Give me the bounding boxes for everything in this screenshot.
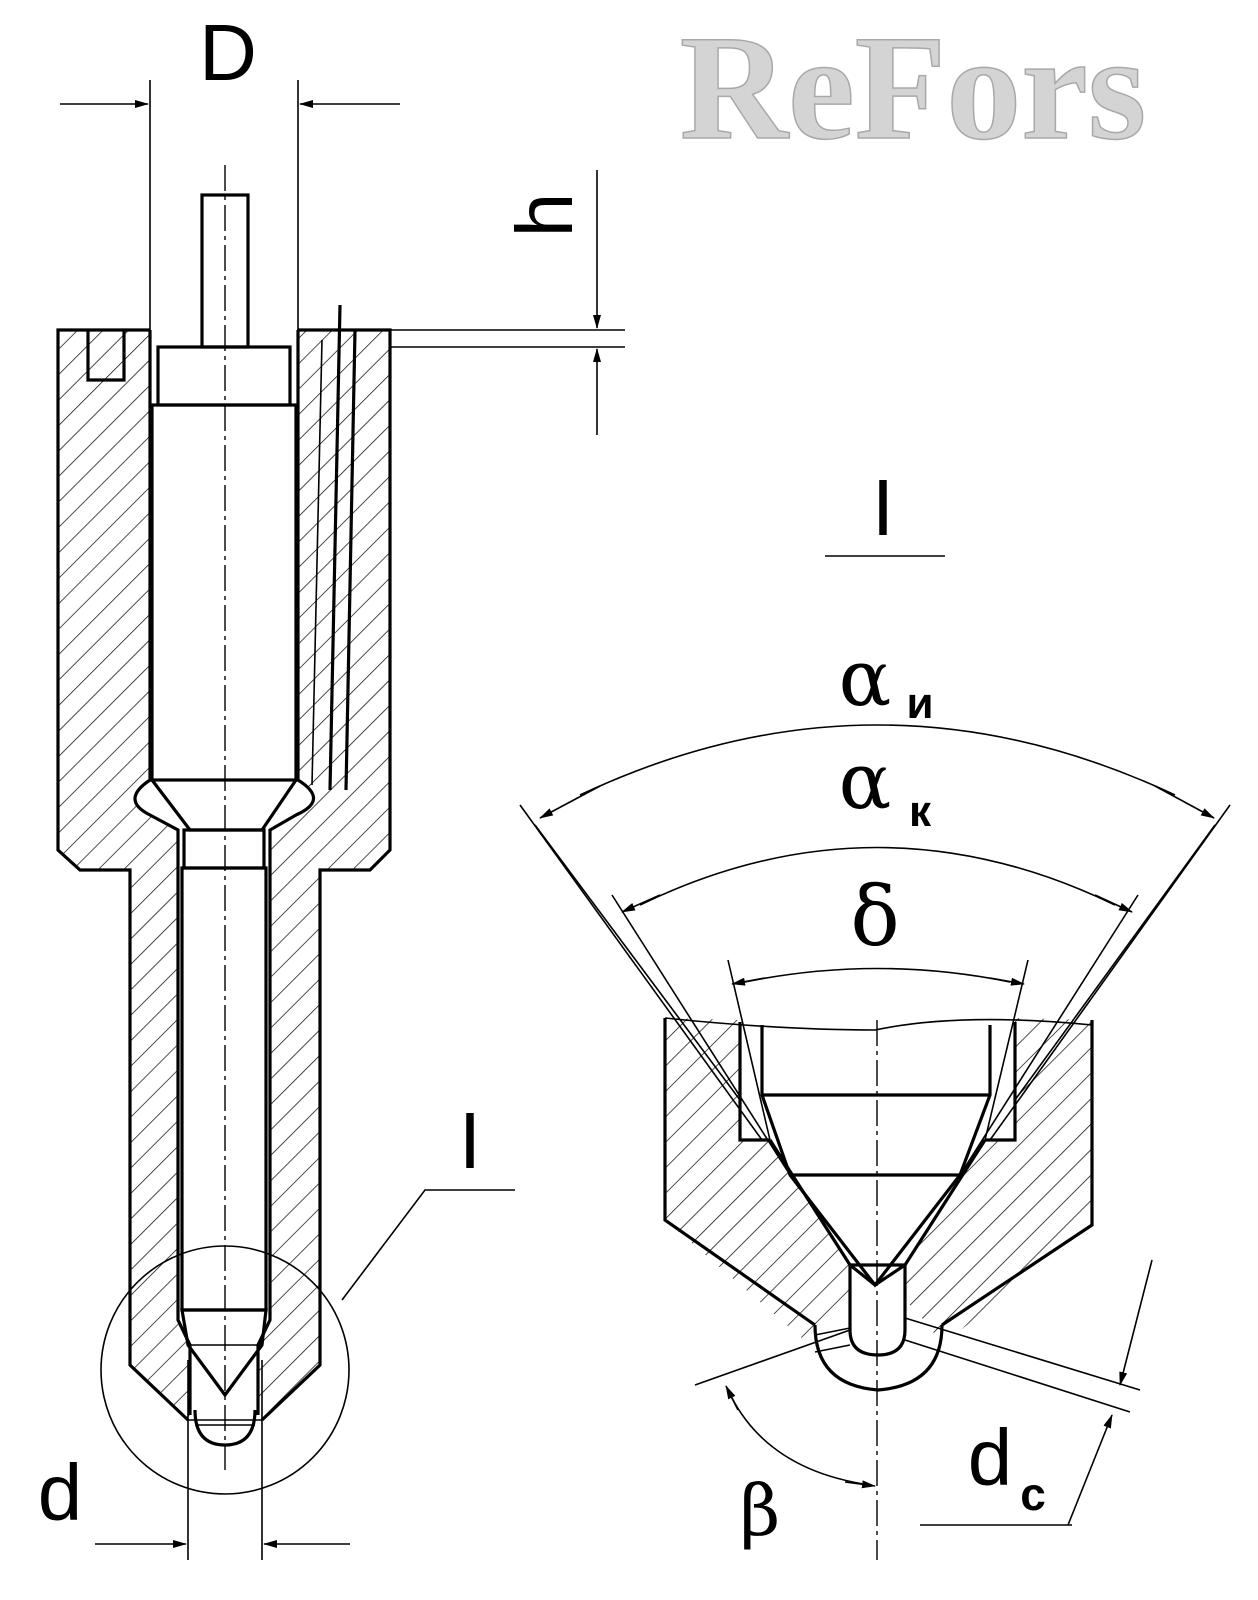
needle-body bbox=[150, 403, 298, 782]
dimension-beta: β bbox=[694, 1329, 876, 1552]
fuel-channel bbox=[328, 304, 342, 791]
dimension-alpha: α и α к bbox=[519, 634, 1231, 1141]
dimension-d: d bbox=[38, 1360, 350, 1560]
detail-leader bbox=[341, 1189, 515, 1301]
label-alpha-i: α bbox=[839, 634, 892, 724]
pin-slot bbox=[86, 330, 126, 382]
detail-sac bbox=[848, 1265, 907, 1357]
dimension-h: h bbox=[348, 170, 625, 435]
label-D: D bbox=[199, 8, 257, 97]
refors-logo: ReFors bbox=[680, 5, 1146, 171]
nozzle-wall-right bbox=[258, 330, 390, 1420]
needle-head bbox=[156, 345, 292, 407]
label-d: d bbox=[38, 1448, 83, 1537]
detail-section bbox=[663, 1017, 1141, 1560]
detail-wall-right bbox=[905, 1018, 1092, 1345]
needle-bore bbox=[133, 330, 316, 1415]
needle-shank bbox=[182, 828, 266, 870]
detail-outer-contour bbox=[663, 1018, 1094, 1327]
label-alpha-k: α bbox=[839, 737, 892, 827]
spray-hole-line-2 bbox=[904, 1339, 1131, 1413]
label-alpha-i-sub: и bbox=[906, 679, 933, 728]
detail-tip bbox=[813, 1324, 944, 1392]
detail-wall-left bbox=[665, 1018, 850, 1345]
detail-bore bbox=[738, 1022, 1017, 1142]
nozzle-section bbox=[56, 165, 515, 1495]
label-h: h bbox=[500, 193, 589, 238]
label-dc: d bbox=[968, 1413, 1013, 1502]
label-detail-right: I bbox=[872, 463, 894, 552]
label-dc-sub: c bbox=[1020, 1468, 1046, 1520]
needle-tip bbox=[180, 1308, 268, 1398]
nozzle-wall-left bbox=[58, 330, 190, 1420]
spray-hole-line-1 bbox=[904, 1317, 1141, 1391]
needle-lower bbox=[180, 866, 268, 1312]
label-detail-left: I bbox=[459, 1096, 481, 1185]
needle-cone bbox=[150, 779, 298, 832]
label-alpha-k-sub: к bbox=[909, 787, 932, 836]
dimension-seat-angle bbox=[727, 959, 1029, 1141]
dimension-dc: d c bbox=[920, 1259, 1153, 1526]
label-beta: β bbox=[740, 1470, 780, 1552]
label-delta: δ bbox=[850, 870, 899, 965]
detail-title: I bbox=[825, 463, 945, 557]
dimension-delta: δ bbox=[611, 846, 1139, 1176]
detail-circle bbox=[100, 1245, 350, 1495]
dimension-D: D bbox=[60, 8, 400, 330]
